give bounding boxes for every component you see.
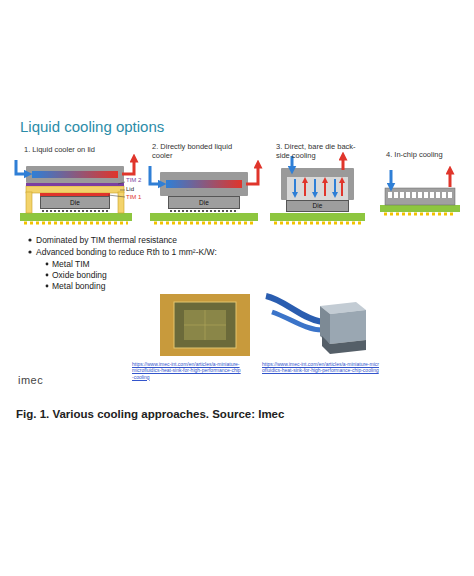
sub-bullet-text: Metal bonding xyxy=(52,281,252,291)
option-heading: 1. Liquid cooler on lid xyxy=(24,145,136,154)
bullet-dot xyxy=(46,285,49,288)
outlet-arrow xyxy=(246,164,258,184)
inlet-arrow xyxy=(150,166,162,184)
return-arrow xyxy=(341,180,343,196)
cooler-cap xyxy=(281,168,354,200)
solder-balls xyxy=(274,222,361,225)
inlet-arrow xyxy=(390,170,393,187)
return-arrow xyxy=(304,180,306,196)
die-box: Die xyxy=(168,196,240,209)
bullet-dot xyxy=(46,274,49,277)
option-heading: 3. Direct, bare die back-side cooling xyxy=(276,142,368,160)
figure-caption: Fig. 1. Various cooling approaches. Sour… xyxy=(16,408,456,422)
heatsink-base xyxy=(322,336,366,354)
cooler-block xyxy=(160,172,248,196)
die-bumps xyxy=(42,210,108,212)
outlet-arrow xyxy=(342,156,345,170)
node-text: Die xyxy=(313,202,323,209)
substrate xyxy=(270,213,365,221)
lid-leg xyxy=(26,192,32,213)
jet-arrow xyxy=(334,179,336,195)
die-box: Die xyxy=(40,196,110,209)
node-text: Die xyxy=(70,199,80,206)
coolant-flow xyxy=(32,171,118,178)
chip-photo-frame xyxy=(160,294,250,356)
return-arrow xyxy=(324,180,326,196)
chip-photo-core xyxy=(184,310,226,340)
heatsink-front xyxy=(330,310,366,344)
sub-bullet-text: Oxide bonding xyxy=(52,270,252,280)
solder-balls xyxy=(24,222,128,225)
die-box: Die xyxy=(286,200,349,212)
heatsink-side xyxy=(320,306,330,344)
heatsink-edge xyxy=(320,306,330,307)
inlet-arrow xyxy=(16,160,28,174)
outlet-arrow xyxy=(449,170,452,187)
chip-photo-die xyxy=(174,302,236,348)
node-text: Die xyxy=(199,199,209,206)
cooler-block xyxy=(26,166,124,183)
tim2-layer xyxy=(26,183,124,186)
leader-line xyxy=(108,195,125,197)
part-label: Lid xyxy=(126,186,156,193)
die-with-channels xyxy=(385,188,455,205)
substrate xyxy=(150,213,258,221)
part-label: TIM 2 xyxy=(126,177,156,184)
outlet-arrow xyxy=(122,158,134,174)
solder-balls xyxy=(384,213,456,216)
substrate xyxy=(380,205,460,212)
bullet-dot xyxy=(28,250,31,253)
microchannels xyxy=(388,192,453,198)
source-link: https://www.imec-int.com/en/articles/a-m… xyxy=(262,361,380,374)
chip-photo-grid xyxy=(205,310,206,340)
source-link: https://www.imec-int.com/en/articles/a-m… xyxy=(132,361,242,380)
leader-line xyxy=(120,190,125,191)
option-heading: 4. In-chip cooling xyxy=(386,150,470,159)
impingement-cavity xyxy=(287,177,348,200)
lid-top xyxy=(26,186,124,193)
solder-balls xyxy=(154,222,254,225)
bullet-text: Dominated by TIM thermal resistance xyxy=(36,235,336,245)
slide-title: Liquid cooling options xyxy=(20,118,320,136)
lid-leg xyxy=(118,192,124,213)
jet-arrow xyxy=(314,179,316,195)
bullet-dot xyxy=(46,263,49,266)
jet-arrow xyxy=(294,179,296,195)
coolant-flow xyxy=(166,180,242,188)
bullet-dot xyxy=(28,238,31,241)
coolant-tube xyxy=(266,296,322,322)
sub-bullet-text: Metal TIM xyxy=(52,259,252,269)
substrate xyxy=(20,213,132,221)
leader-line xyxy=(118,182,125,184)
option-heading: 2. Directly bonded liquid cooler xyxy=(152,142,252,160)
die-bumps xyxy=(170,210,238,212)
part-label: TIM 1 xyxy=(126,194,156,201)
coolant-tube xyxy=(272,312,322,330)
logo-text: imec xyxy=(18,374,78,387)
bullet-text: Advanced bonding to reduce Rth to 1 mm²-… xyxy=(36,247,336,257)
